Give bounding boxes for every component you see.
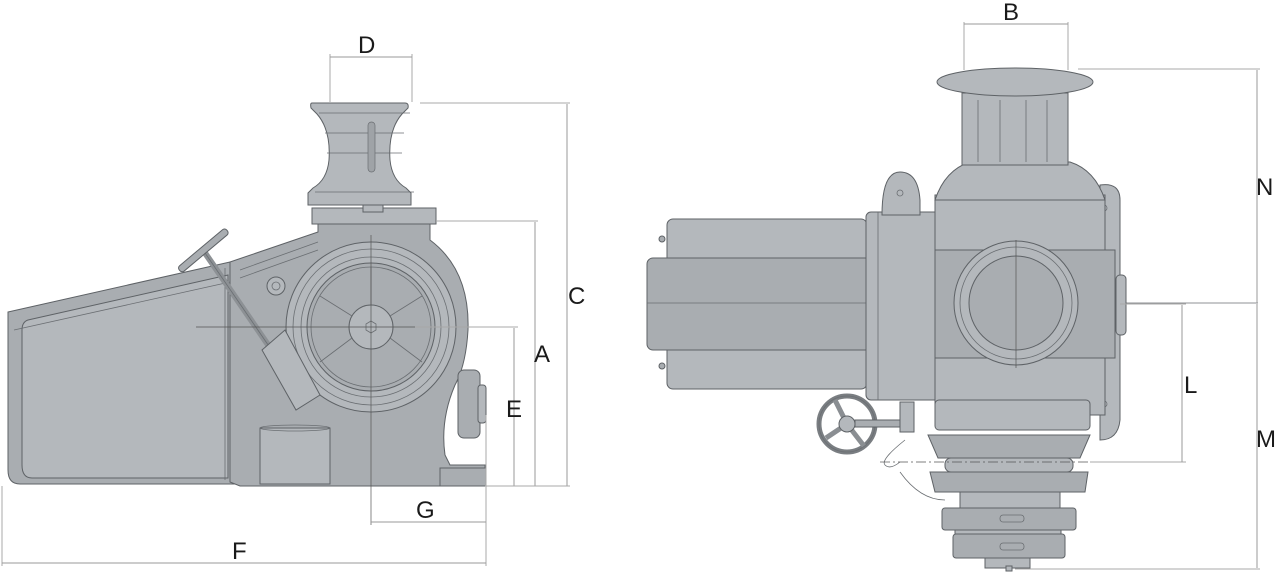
handwheel-lever	[178, 228, 321, 411]
capstan-drum	[307, 102, 414, 213]
top-view	[646, 67, 1258, 572]
side-view-dimensions: D C A E G F	[1, 32, 585, 566]
handwheel	[816, 393, 946, 501]
dimension-label-f: F	[232, 538, 247, 565]
dimension-label-c: C	[568, 283, 585, 310]
dimension-label-g: G	[416, 497, 435, 524]
dimension-label-m: M	[1256, 426, 1276, 453]
motor-housing	[7, 261, 239, 485]
top-view-dimensions: B N L M	[963, 0, 1276, 570]
dimension-label-e: E	[506, 396, 522, 423]
capstan-top	[936, 67, 1094, 166]
dimension-label-a: A	[534, 341, 550, 368]
dimension-label-l: L	[1184, 372, 1197, 399]
motor-cylinder	[259, 427, 331, 485]
side-view	[7, 102, 515, 525]
dimension-label-b: B	[1003, 0, 1019, 26]
dimension-label-n: N	[1256, 174, 1273, 201]
motor-housing-top	[646, 211, 1258, 401]
dimension-label-d: D	[358, 32, 375, 59]
lower-assembly	[927, 399, 1091, 572]
